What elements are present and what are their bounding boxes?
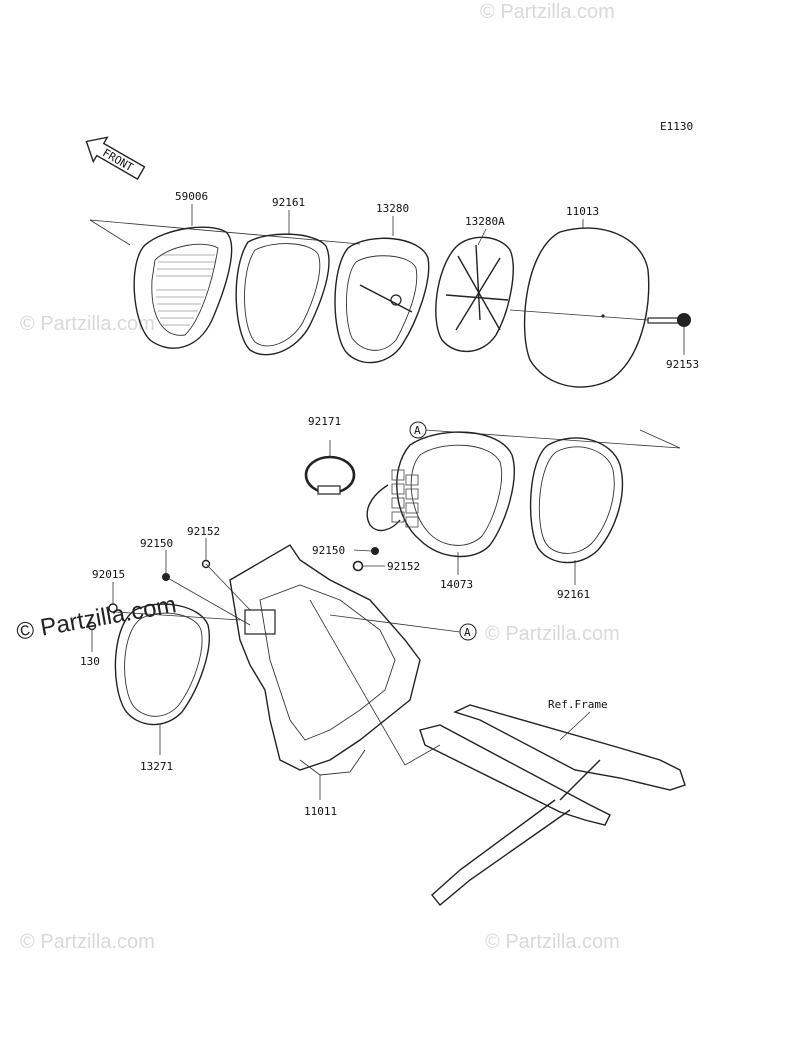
label-11011: 11011 [304,805,337,818]
element-11013 [523,227,650,388]
nut-92150-mid [371,547,379,555]
holder-13280 [334,237,430,364]
label-92161-top: 92161 [272,196,305,209]
label-92015: 92015 [92,568,125,581]
label-14073: 14073 [440,578,473,591]
label-92150-mid: 92150 [312,544,345,557]
label-92150-left: 92150 [140,537,173,550]
label-13280: 13280 [376,202,409,215]
callout-a-bottom: A [329,614,477,641]
case-11011 [229,544,441,800]
label-92171: 92171 [308,415,341,428]
watermark: © Partzilla.com [485,623,620,645]
washer-92152-mid [352,560,364,572]
label-ref-frame: Ref.Frame [548,698,608,711]
label-11013: 11013 [566,205,599,218]
label-59006: 59006 [175,190,208,203]
screw-130 [87,621,97,631]
bolt-92153 [509,309,691,355]
diagram-code: E1130 [660,120,693,133]
callout-a-top: A [409,421,427,439]
label-92152-left: 92152 [187,525,220,538]
svg-text:A: A [414,424,421,437]
label-92152-mid: 92152 [387,560,420,573]
gasket-92161-top [235,233,330,356]
watermark: © Partzilla.com [485,931,620,953]
label-13280A: 13280A [465,215,505,228]
plate-13271 [114,603,210,755]
frame-13280A [435,236,514,353]
svg-text:A: A [464,626,471,639]
watermark: © Partzilla.com [20,313,155,335]
watermark: © Partzilla.com [480,1,615,23]
ref-frame [419,704,686,906]
front-arrow-icon: FRONT [85,136,146,181]
washer-92152-left [201,559,211,569]
label-92161-bottom: 92161 [557,588,590,601]
label-92153: 92153 [666,358,699,371]
gasket-92161-bottom [529,437,624,585]
screen-59006 [133,226,233,349]
duct-14073 [366,431,515,575]
label-13271: 13271 [140,760,173,773]
clamp-92171 [304,440,356,495]
label-130: 130 [80,655,100,668]
watermark-dark: © Partzilla.com [14,591,178,646]
watermark: © Partzilla.com [20,931,155,953]
svg-text:FRONT: FRONT [100,146,136,174]
